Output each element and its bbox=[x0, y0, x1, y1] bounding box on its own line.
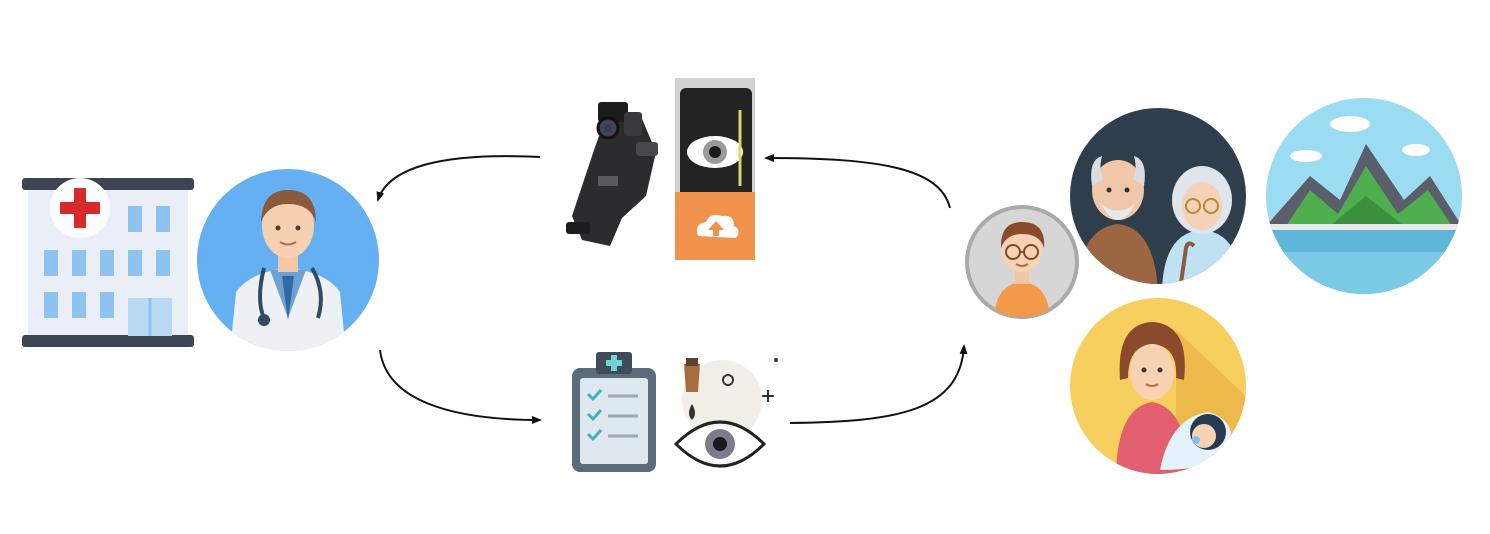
elderly-couple-icon bbox=[1070, 108, 1246, 284]
arrow-care-plan-to-patients bbox=[789, 344, 968, 424]
arrow-doctor-to-care-plan bbox=[379, 349, 542, 424]
handheld-eye-camera-icon bbox=[566, 102, 658, 246]
doctor-icon bbox=[197, 169, 379, 351]
child-with-glasses-icon bbox=[965, 205, 1079, 319]
mother-and-baby-icon bbox=[1070, 298, 1246, 474]
arrow-capture-to-doctor bbox=[376, 155, 541, 202]
eye-scan-upload-app-icon bbox=[675, 78, 755, 260]
arrow-patients-to-capture bbox=[764, 154, 951, 209]
mountain-landscape-icon bbox=[1266, 98, 1462, 294]
arrows bbox=[376, 154, 968, 424]
eye-drops-icon bbox=[673, 358, 778, 468]
clipboard-checklist-icon bbox=[572, 352, 656, 472]
hospital-icon bbox=[22, 178, 194, 347]
